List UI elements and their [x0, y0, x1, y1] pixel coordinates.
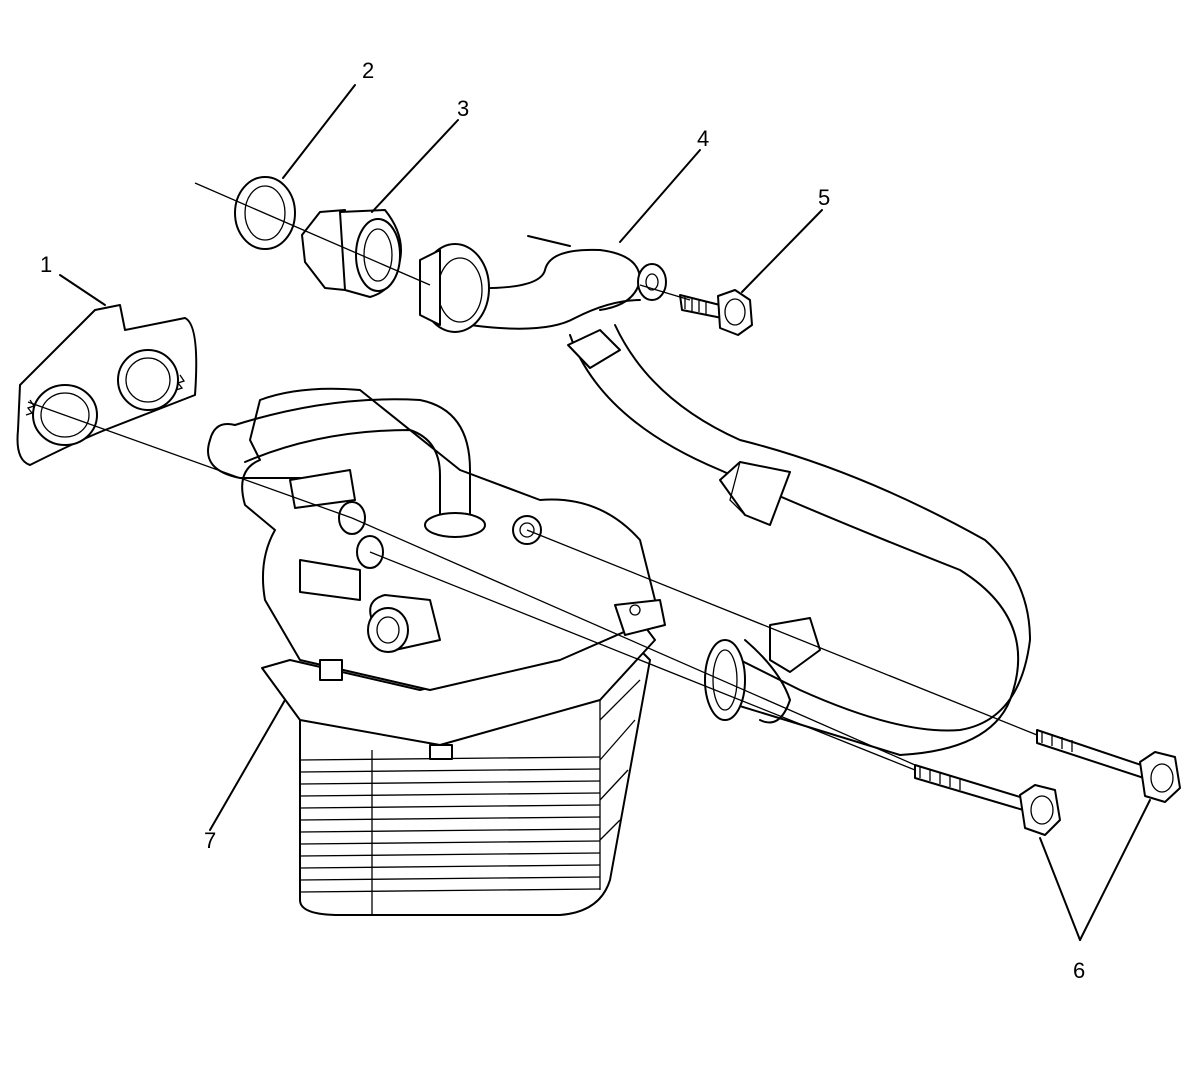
part-7-oil-cooler	[207, 387, 666, 916]
part-4-hose-end-fitting	[419, 243, 490, 333]
part-3-adapter-fitting	[301, 209, 402, 298]
callout-2: 2	[362, 58, 375, 83]
callout-5: 5	[818, 185, 831, 210]
assembly-axis-lines	[27, 182, 1038, 771]
callout-7: 7	[204, 828, 217, 853]
callout-3: 3	[457, 96, 470, 121]
part-6-bolts	[914, 729, 1181, 836]
part-4-coolant-hose	[469, 235, 1031, 756]
part-5-bolt	[679, 289, 753, 336]
callout-leaders	[59, 84, 1151, 941]
part-1-gasket	[16, 304, 198, 466]
callout-1: 1	[40, 252, 53, 277]
callout-4: 4	[697, 126, 710, 151]
callout-6: 6	[1073, 958, 1086, 983]
